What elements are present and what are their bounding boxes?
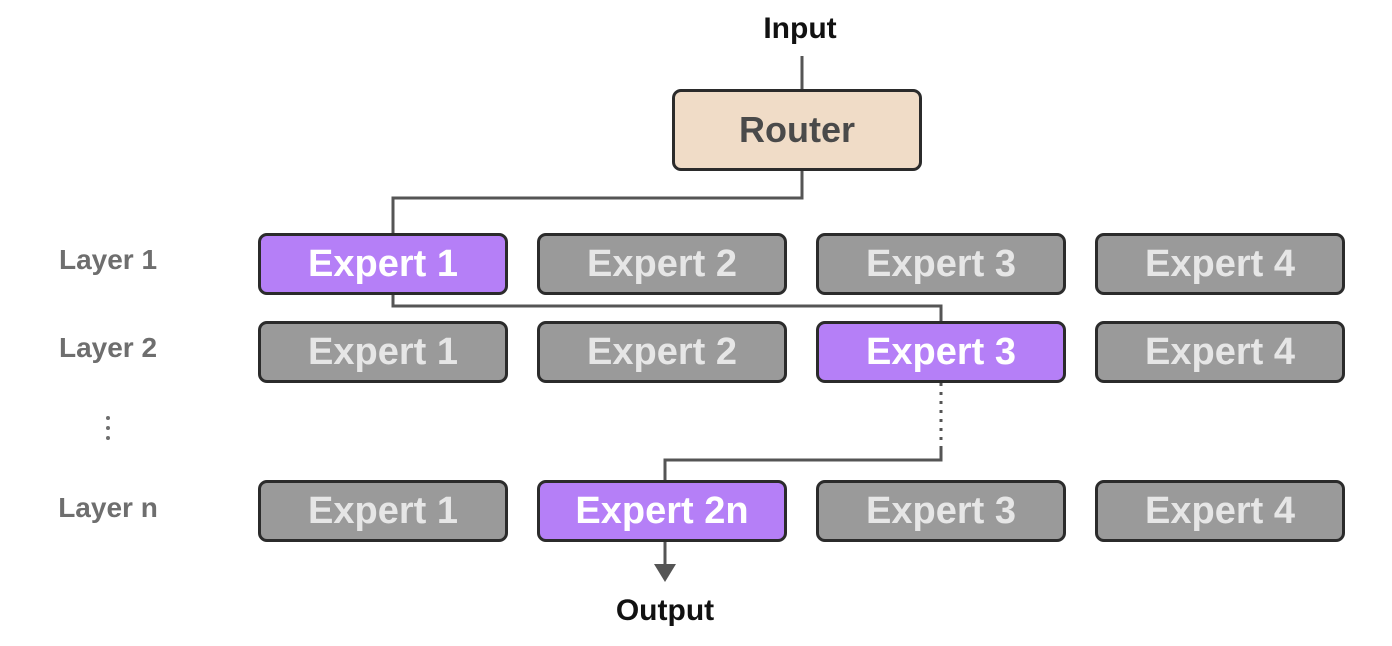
layer-ellipsis [106,416,110,446]
layern-expert-4: Expert 4 [1095,480,1345,542]
layern-expert-1: Expert 1 [258,480,508,542]
layern-expert-2: Expert 2n [537,480,787,542]
layer1-expert-3: Expert 3 [816,233,1066,295]
to-layer-n-connector [663,446,943,482]
layer-label-1: Layer 1 [58,244,158,275]
layer-label-2: Layer 2 [58,332,158,363]
layer1-to-layer2-connector [391,294,943,323]
input-label: Input [763,12,837,45]
layer2-expert-3: Expert 3 [816,321,1066,383]
layer1-expert-4: Expert 4 [1095,233,1345,295]
output-label: Output [615,594,715,627]
router-box: Router [672,89,922,171]
layer2-expert-4: Expert 4 [1095,321,1345,383]
layern-expert-3: Expert 3 [816,480,1066,542]
layer1-expert-2: Expert 2 [537,233,787,295]
layer2-expert-2: Expert 2 [537,321,787,383]
layer1-expert-1: Expert 1 [258,233,508,295]
router-to-layer1-connector [391,171,804,235]
output-arrowhead [654,564,676,582]
layer-label-n: Layer n [58,492,158,523]
layer2-expert-1: Expert 1 [258,321,508,383]
